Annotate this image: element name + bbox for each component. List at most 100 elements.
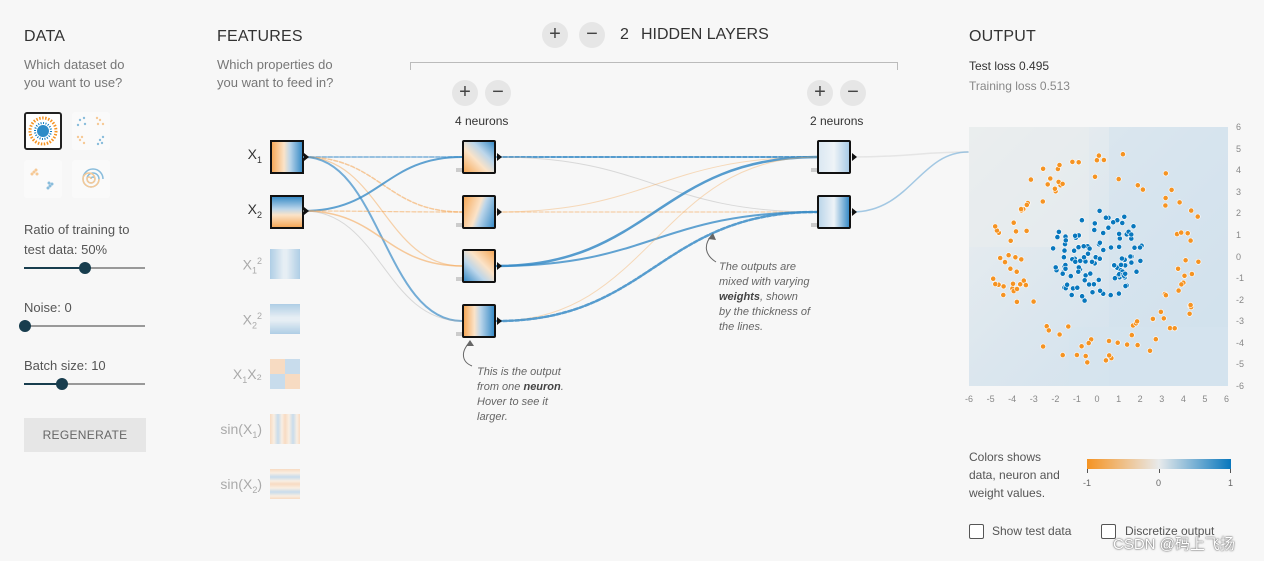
batch-slider-fill (24, 383, 61, 385)
xor-dataset-icon (72, 112, 110, 150)
y-tick-label: 6 (1236, 122, 1242, 132)
neuron-l1-4[interactable] (462, 304, 496, 338)
blue-points (1050, 208, 1145, 304)
neuron-l2-1[interactable] (817, 140, 851, 174)
y-tick-label: -2 (1236, 294, 1245, 305)
ratio-label-2: test data: 50% (24, 242, 108, 257)
y-tick-label: -1 (1236, 273, 1245, 284)
data-title: DATA (24, 28, 66, 45)
feature-label-sin-x2: sin(X2) (220, 476, 262, 495)
y-tick-label: 2 (1236, 208, 1242, 219)
ratio-slider-thumb[interactable] (79, 262, 91, 274)
regenerate-button[interactable]: REGENERATE (24, 418, 146, 452)
dataset-circle[interactable] (24, 112, 62, 150)
features-subtitle-1: Which properties do (217, 57, 333, 72)
weights-note: The outputs are mixed with varying weigh… (719, 261, 811, 333)
legend-tick-mid (1159, 469, 1160, 473)
x-tick-label: -1 (1072, 394, 1081, 404)
dataset-xor[interactable] (72, 112, 110, 150)
feature-label-sin-x1: sin(X1) (220, 421, 262, 440)
x-tick-label: 6 (1224, 394, 1230, 404)
batch-slider-thumb[interactable] (56, 378, 68, 390)
x-tick-label: 1 (1116, 394, 1122, 404)
layer2-remove-neuron-button[interactable]: − (840, 80, 866, 106)
feature-label-x2-squared: X22 (242, 311, 262, 331)
feature-label-x2: X2 (247, 201, 262, 220)
discretize-output-checkbox[interactable] (1101, 524, 1116, 539)
gaussian-dataset-icon (24, 160, 62, 198)
legend-mid-label: 0 (1156, 478, 1162, 488)
batch-size-label: Batch size: 10 (24, 358, 106, 373)
feature-box-x2-squared[interactable] (270, 304, 300, 334)
layer-count: 2 (620, 26, 629, 43)
batch-slider-track[interactable] (24, 383, 145, 385)
layer1-neuron-count: 4 neurons (455, 114, 509, 128)
neuron-l1-2[interactable] (462, 195, 496, 229)
show-test-data-checkbox[interactable] (969, 524, 984, 539)
orange-points (990, 151, 1202, 366)
x-tick-label: 0 (1094, 394, 1100, 404)
noise-label: Noise: 0 (24, 300, 72, 315)
ratio-label-1: Ratio of training to (24, 222, 130, 237)
x-tick-label: 4 (1180, 394, 1186, 404)
circle-dataset-icon (26, 114, 60, 148)
x-tick-label: -6 (965, 394, 974, 404)
x-tick-label: 5 (1202, 394, 1208, 404)
output-heatmap[interactable] (969, 127, 1228, 386)
ratio-slider-fill (24, 267, 85, 269)
x-tick-label: -4 (1008, 394, 1017, 404)
x1x2-pattern (270, 359, 300, 389)
hidden-layers-bracket (410, 62, 898, 70)
y-tick-label: -5 (1236, 359, 1245, 370)
hidden-layers-title: HIDDEN LAYERS (641, 26, 769, 43)
layer2-add-neuron-button[interactable]: + (807, 80, 833, 106)
features-subtitle-2: you want to feed in? (217, 75, 334, 90)
noise-slider-thumb[interactable] (19, 320, 31, 332)
add-layer-button[interactable]: + (542, 22, 568, 48)
x-tick-label: -5 (986, 394, 995, 404)
y-tick-label: 3 (1236, 186, 1242, 197)
y-tick-label: -4 (1236, 337, 1245, 348)
dataset-gaussian[interactable] (24, 160, 62, 198)
neuron-note: This is the output from one neuron. Hove… (477, 366, 564, 423)
watermark: CSDN @码上飞扬 (1113, 536, 1235, 553)
layer1-add-neuron-button[interactable]: + (452, 80, 478, 106)
neuron-l1-3[interactable] (462, 249, 496, 283)
neuron-l1-1[interactable] (462, 140, 496, 174)
data-subtitle-2: you want to use? (24, 75, 123, 90)
legend-min-label: -1 (1083, 478, 1092, 488)
x-tick-label: 2 (1137, 394, 1143, 404)
feature-box-x2[interactable] (270, 195, 304, 229)
feature-box-x1x2[interactable] (270, 359, 300, 389)
spiral-dataset-icon (72, 160, 110, 198)
feature-label-x1x2: X1X₂ (232, 366, 262, 385)
y-tick-label: -3 (1236, 316, 1245, 327)
output-title: OUTPUT (969, 28, 1036, 45)
feature-box-sin-x1[interactable] (270, 414, 300, 444)
legend-max-label: 1 (1228, 478, 1234, 488)
legend-tick-max (1230, 469, 1231, 473)
noise-slider-track[interactable] (24, 325, 145, 327)
feature-box-x1-squared[interactable] (270, 249, 300, 279)
feature-box-sin-x2[interactable] (270, 469, 300, 499)
x-tick-label: -2 (1051, 394, 1060, 404)
y-tick-label: 0 (1236, 251, 1242, 262)
remove-layer-button[interactable]: − (579, 22, 605, 48)
y-tick-label: 1 (1236, 229, 1242, 240)
neuron-l2-2[interactable] (817, 195, 851, 229)
y-tick-label: 4 (1236, 165, 1242, 176)
y-tick-label: -6 (1236, 381, 1245, 391)
color-legend-bar (1087, 459, 1231, 469)
layer2-neuron-count: 2 neurons (810, 114, 864, 128)
x-tick-label: -3 (1029, 394, 1038, 404)
show-test-data-label[interactable]: Show test data (992, 524, 1072, 538)
feature-label-x1-squared: X12 (242, 256, 262, 276)
dataset-spiral[interactable] (72, 160, 110, 198)
discretize-output-label[interactable]: Discretize output (1125, 524, 1215, 538)
training-loss: Training loss 0.513 (969, 79, 1070, 93)
layer1-remove-neuron-button[interactable]: − (485, 80, 511, 106)
legend-description: Colors shows data, neuron and weight val… (969, 450, 1060, 500)
legend-tick-min (1087, 469, 1088, 473)
data-subtitle-1: Which dataset do (24, 57, 125, 72)
